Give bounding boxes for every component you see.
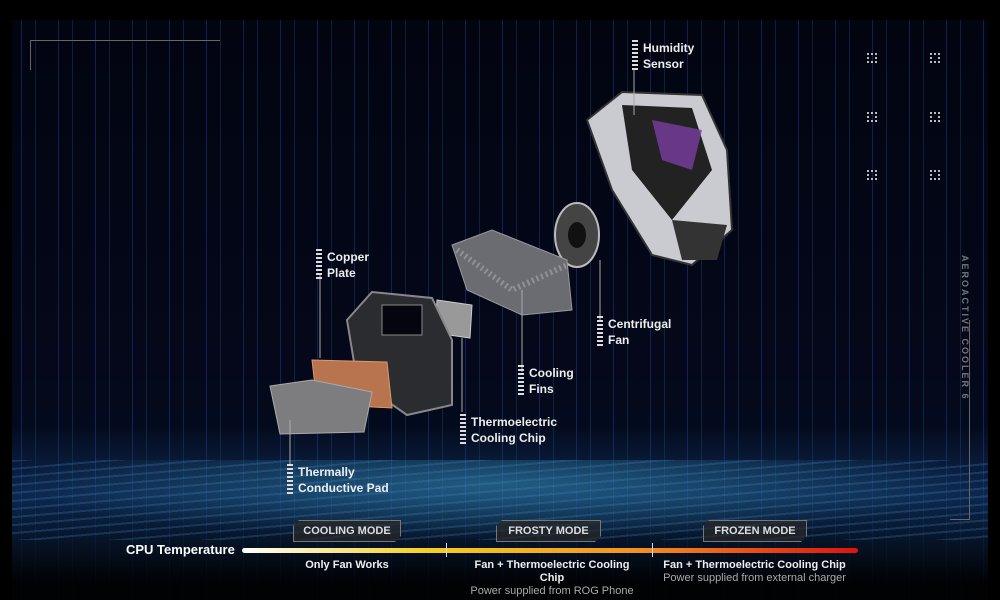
grid-dot	[867, 170, 877, 180]
cooler-exploded-view	[269, 70, 734, 465]
label-thermal-pad: Thermally Conductive Pad	[287, 464, 398, 496]
thermal-pad	[269, 379, 373, 435]
grid-dot	[867, 53, 877, 63]
label-cooling-fins: Cooling Fins	[518, 365, 579, 397]
product-side-label: AEROACTIVE COOLER 6	[960, 255, 970, 401]
bar-separator	[652, 543, 653, 557]
grid-dot	[930, 53, 940, 63]
grid-dot	[867, 112, 877, 122]
label-thermoelectric-chip: Thermoelectric Cooling Chip	[460, 414, 571, 446]
cooling-fins	[451, 229, 573, 316]
mode-frozen: FROZEN MODE	[703, 520, 807, 542]
mode-desc-frosty-power: Power supplied from ROG Phone	[470, 585, 634, 597]
centrifugal-fan	[554, 202, 600, 268]
grid-dot	[930, 112, 940, 122]
mode-desc-frozen-power: Power supplied from external charger	[663, 572, 846, 584]
label-copper-plate: Copper Plate	[316, 249, 377, 281]
label-centrifugal-fan: Centrifugal Fan	[597, 316, 678, 348]
cpu-temperature-label: CPU Temperature	[126, 542, 235, 557]
mode-frosty: FROSTY MODE	[496, 520, 601, 542]
grid-dot	[930, 170, 940, 180]
temperature-bar	[242, 548, 858, 553]
frame-corner	[30, 40, 220, 70]
frame-corner	[950, 320, 970, 520]
cooler-body	[585, 90, 734, 267]
label-humidity-sensor: Humidity Sensor	[632, 40, 703, 72]
product-illustration: AEROACTIVE COOLER 6 Humidity Sensor Copp…	[12, 20, 988, 600]
mode-desc-cooling: Only Fan Works	[305, 559, 389, 571]
mode-cooling: COOLING MODE	[293, 520, 401, 542]
bar-separator	[446, 543, 447, 557]
